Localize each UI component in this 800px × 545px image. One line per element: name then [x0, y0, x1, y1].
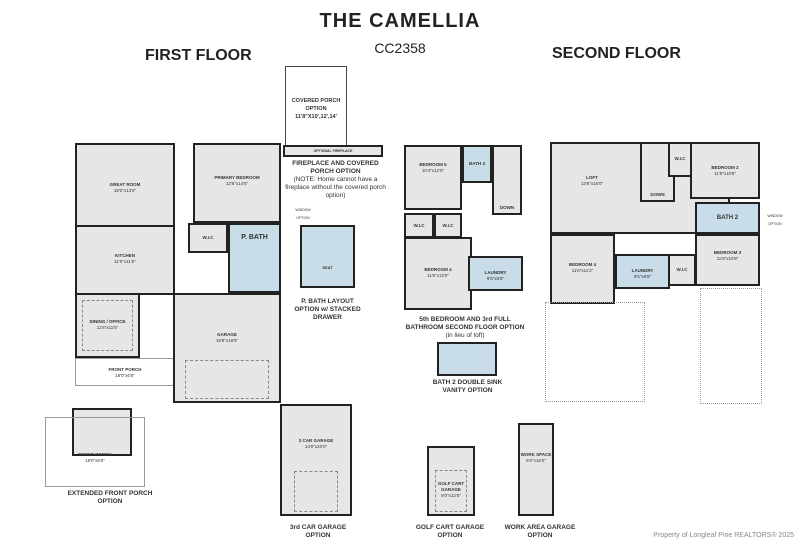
golf-cart-caption: GOLF CART GARAGE OPTION — [415, 524, 485, 539]
room-wic: W.I.C — [434, 213, 462, 238]
third-car-caption: 3rd CAR GARAGE OPTION — [289, 524, 347, 539]
second-floor-heading: SECOND FLOOR — [552, 45, 681, 62]
room-wic: W.I.C — [668, 142, 692, 177]
window-option-label: WINDOW OPTION — [295, 208, 311, 220]
plan-code: CC2358 — [374, 40, 426, 56]
pbath-option-caption: P. BATH LAYOUT OPTION w/ STACKED DRAWER — [294, 298, 361, 321]
fireplace-option: OPTIONAL FIREPLACE — [283, 145, 383, 157]
extended-porch-caption: EXTENDED FRONT PORCH OPTION — [67, 490, 153, 505]
bath2-double-sink-option — [437, 342, 497, 376]
room-wic: W.I.C — [668, 254, 696, 286]
roof-outline — [545, 302, 645, 402]
room-wic: W.I.C — [404, 213, 434, 238]
first-floor-heading: FIRST FLOOR — [145, 47, 252, 64]
window-option-label: WINDOW OPTION — [767, 214, 783, 226]
room-wic: W.I.C — [188, 223, 228, 253]
covered-porch-option: COVERED PORCH OPTION 11'8"X10',12',14' — [285, 66, 347, 146]
room-bath-2: BATH 2 — [695, 202, 760, 234]
extended-front-porch-option — [72, 408, 132, 456]
stairs: DOWN — [492, 145, 522, 215]
room-bath-3: BATH 3 — [462, 145, 492, 183]
pbath-layout-option: SEAT — [300, 225, 355, 288]
bath2-option-caption: BATH 2 DOUBLE SINK VANITY OPTION — [432, 379, 503, 394]
fifth-bedroom-caption: 5th BEDROOM AND 3rd FULL BATHROOM SECOND… — [405, 316, 525, 339]
work-area-caption: WORK AREA GARAGE OPTION — [504, 524, 576, 539]
plan-title: THE CAMELLIA — [319, 10, 481, 32]
roof-outline — [700, 288, 762, 404]
room-p-bath: P. BATH — [228, 223, 281, 293]
watermark: Property of Longleaf Pine REALTORS® 2025 — [653, 532, 794, 539]
fireplace-option-caption: FIREPLACE AND COVERED PORCH OPTION(NOTE:… — [285, 160, 386, 199]
